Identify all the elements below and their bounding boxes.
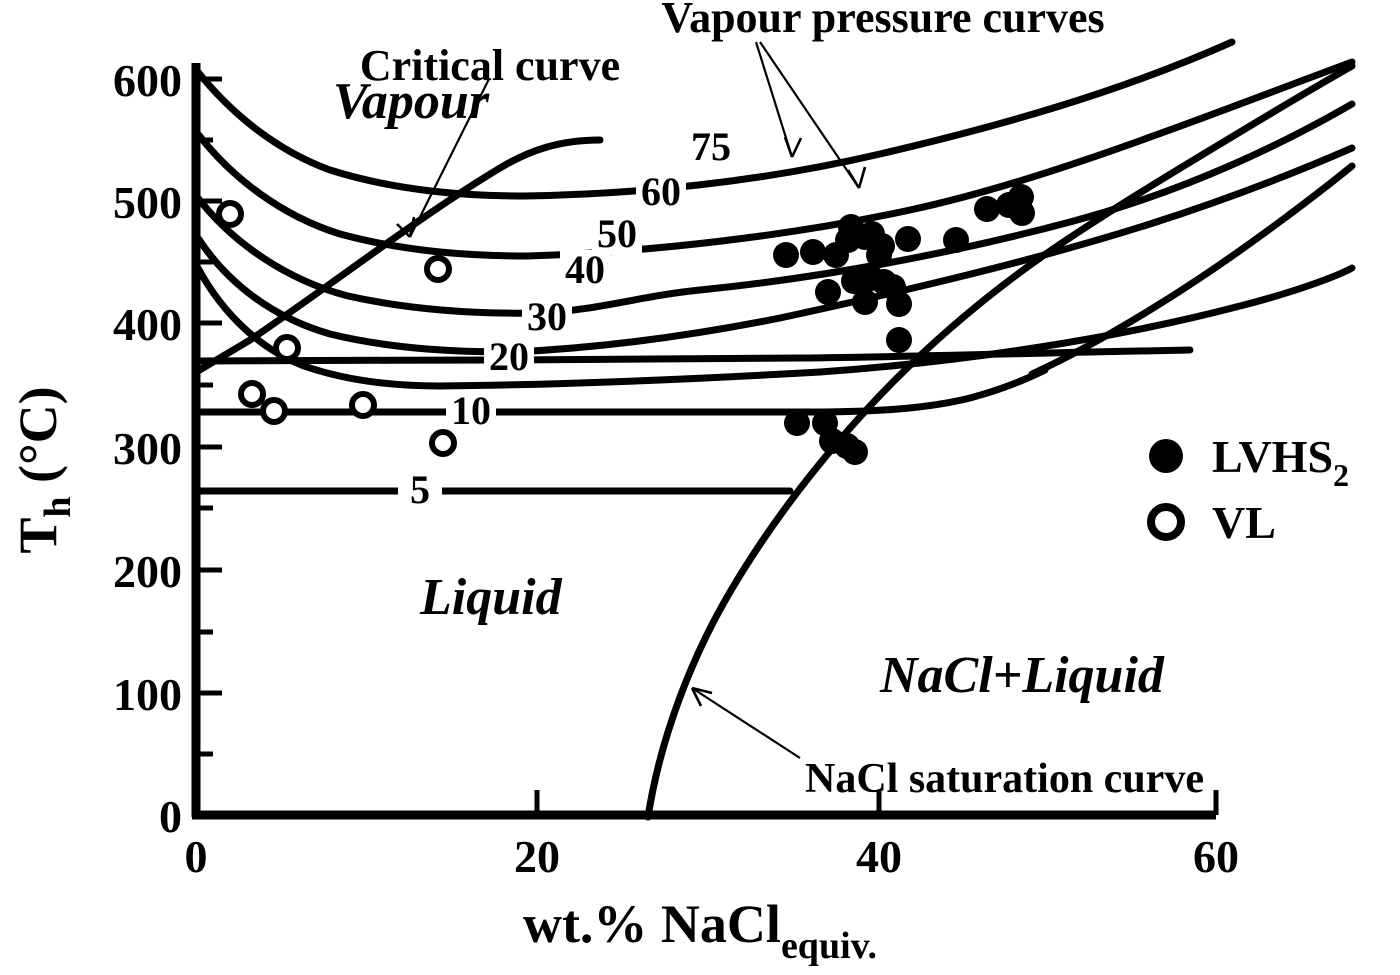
halite-liquidus-branch (1028, 162, 1356, 378)
isobar-40-curve (194, 144, 1356, 356)
mask-50 (592, 215, 642, 255)
data-point-lvhs2 (886, 291, 912, 317)
y-axis-title-text: Th (°C) (8, 386, 79, 553)
contour-labels: 75 60 50 40 30 20 10 5 (410, 124, 731, 512)
nacl-saturation-curve-line (644, 62, 1356, 821)
legend-label-lvhs2: LVHS2 (1212, 431, 1349, 493)
data-point-lvhs2 (784, 410, 810, 436)
contour-label-75: 75 (691, 124, 731, 169)
data-point-vl (216, 200, 244, 228)
series-vl-points (216, 200, 457, 457)
y-tick-label-500: 500 (113, 177, 182, 228)
x-tick-labels: 0 20 40 60 (185, 831, 1240, 882)
nacl-saturation-curve-label: NaCl saturation curve (805, 756, 1204, 802)
x-tick-label-60: 60 (1193, 831, 1239, 882)
critical-curve-label: Critical curve (360, 41, 620, 90)
x-axis-title-main: wt.% NaCl (523, 894, 781, 954)
mask-40 (560, 250, 610, 290)
vapour-region-label: Vapour (333, 73, 490, 130)
contour-label-50: 50 (597, 211, 637, 256)
x-tick-label-0: 0 (185, 831, 208, 882)
nacl-sat-arrowhead (690, 686, 713, 707)
data-point-lvhs2 (773, 242, 799, 268)
data-point-lvhs2 (866, 242, 892, 268)
y-tick-label-600: 600 (113, 55, 182, 106)
isobar-10-curve (194, 366, 1049, 416)
legend-label-lvhs2-sub: 2 (1333, 457, 1349, 493)
critical-curve-line (194, 136, 604, 375)
x-axis-title: wt.% NaClequiv. (523, 894, 877, 967)
y-axis-title: Th (°C) (8, 386, 79, 553)
data-point-lvhs2 (895, 226, 921, 252)
x-axis-ticks (534, 790, 1219, 815)
y-tick-label-0: 0 (159, 791, 182, 842)
y-tick-label-300: 300 (113, 423, 182, 474)
isobar-50-curve (194, 100, 1356, 317)
data-point-vl (429, 429, 457, 457)
vpc-arrowhead-1 (783, 136, 803, 158)
mask-75 (686, 128, 736, 168)
liquid-region-label: Liquid (419, 569, 563, 626)
contour-label-40: 40 (565, 247, 605, 292)
vpc-leader-2 (759, 41, 860, 189)
legend: LVHS2 VL (1147, 431, 1349, 548)
mask-20 (484, 338, 534, 378)
critical-curve-leader (409, 78, 490, 238)
contour-label-60: 60 (641, 169, 681, 214)
contour-label-30: 30 (527, 294, 567, 339)
y-tick-labels: 600 500 400 300 200 100 0 (113, 55, 182, 842)
data-point-lvhs2 (800, 239, 826, 265)
isobar-75-curve (194, 38, 1236, 200)
series-lvhs2-points (773, 184, 1035, 465)
y-axis-title-unit: (°C) (8, 386, 68, 496)
data-point-vl (238, 380, 266, 408)
data-point-vl (273, 334, 301, 362)
y-tick-label-400: 400 (113, 299, 182, 350)
critical-curve-arrowhead (396, 216, 416, 238)
isobar-20-curve (194, 346, 1194, 365)
contour-label-masks (398, 128, 736, 511)
mask-30 (522, 298, 572, 338)
y-tick-label-100: 100 (113, 669, 182, 720)
mask-5 (398, 471, 442, 511)
contour-label-10: 10 (451, 388, 491, 433)
data-point-vl (424, 255, 452, 283)
annotation-arrows (396, 41, 867, 759)
y-tick-label-200: 200 (113, 546, 182, 597)
vapour-pressure-curves-label: Vapour pressure curves (661, 0, 1104, 42)
data-point-lvhs2 (815, 279, 841, 305)
contour-label-5: 5 (410, 467, 430, 512)
contour-label-20: 20 (489, 334, 529, 379)
nacl-liquid-region-label: NaCl+Liquid (879, 647, 1165, 704)
data-point-lvhs2 (943, 227, 969, 253)
y-axis-title-main: T (8, 518, 68, 554)
mask-10 (446, 392, 496, 432)
legend-marker-vl (1147, 503, 1185, 541)
mask-60 (636, 172, 686, 212)
legend-label-vl: VL (1212, 497, 1276, 548)
data-point-lvhs2 (886, 327, 912, 353)
y-axis-title-sub: h (37, 496, 79, 517)
data-point-lvhs2 (1009, 200, 1035, 226)
data-point-lvhs2 (842, 439, 868, 465)
legend-marker-lvhs2 (1149, 439, 1183, 473)
isobar-30-curve (194, 264, 1356, 390)
data-point-vl (260, 397, 288, 425)
x-tick-label-20: 20 (514, 831, 560, 882)
legend-label-lvhs2-text: LVHS (1212, 431, 1333, 482)
data-point-lvhs2 (974, 196, 1000, 222)
x-tick-label-40: 40 (856, 831, 902, 882)
data-point-vl (349, 391, 377, 419)
data-point-lvhs2 (852, 289, 878, 315)
x-axis-title-sub: equiv. (781, 925, 877, 967)
nacl-sat-leader (691, 687, 801, 759)
vpc-arrowhead-2 (846, 166, 867, 189)
